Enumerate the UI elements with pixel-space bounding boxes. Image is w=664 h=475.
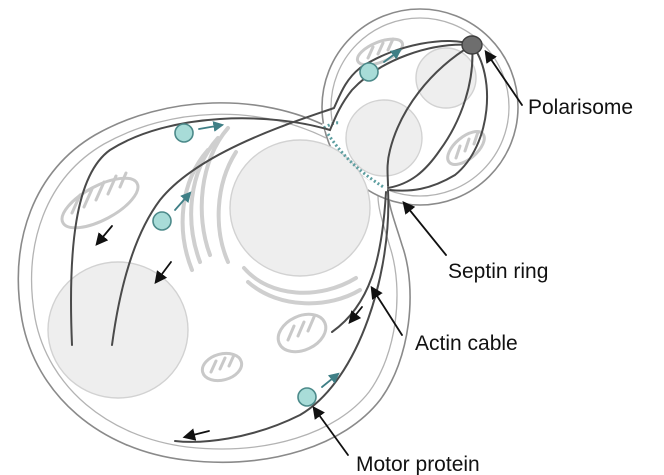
motor-protein-4 [298, 388, 316, 406]
polarisome-label: Polarisome [528, 96, 633, 119]
vacuole [48, 262, 188, 398]
nucleus [230, 140, 370, 276]
motor-protein-2 [175, 124, 193, 142]
actin-cable-label: Actin cable [415, 332, 518, 355]
bud-vacuole [416, 48, 476, 108]
motor-protein-3 [153, 212, 171, 230]
septin-ring-pointer [404, 203, 446, 255]
polarisome [462, 36, 482, 54]
septin-ring-label: Septin ring [448, 260, 548, 283]
nucleus-lobe-bud [346, 100, 422, 176]
motor-protein-label: Motor protein [356, 453, 480, 475]
motor-protein-1 [360, 63, 378, 81]
